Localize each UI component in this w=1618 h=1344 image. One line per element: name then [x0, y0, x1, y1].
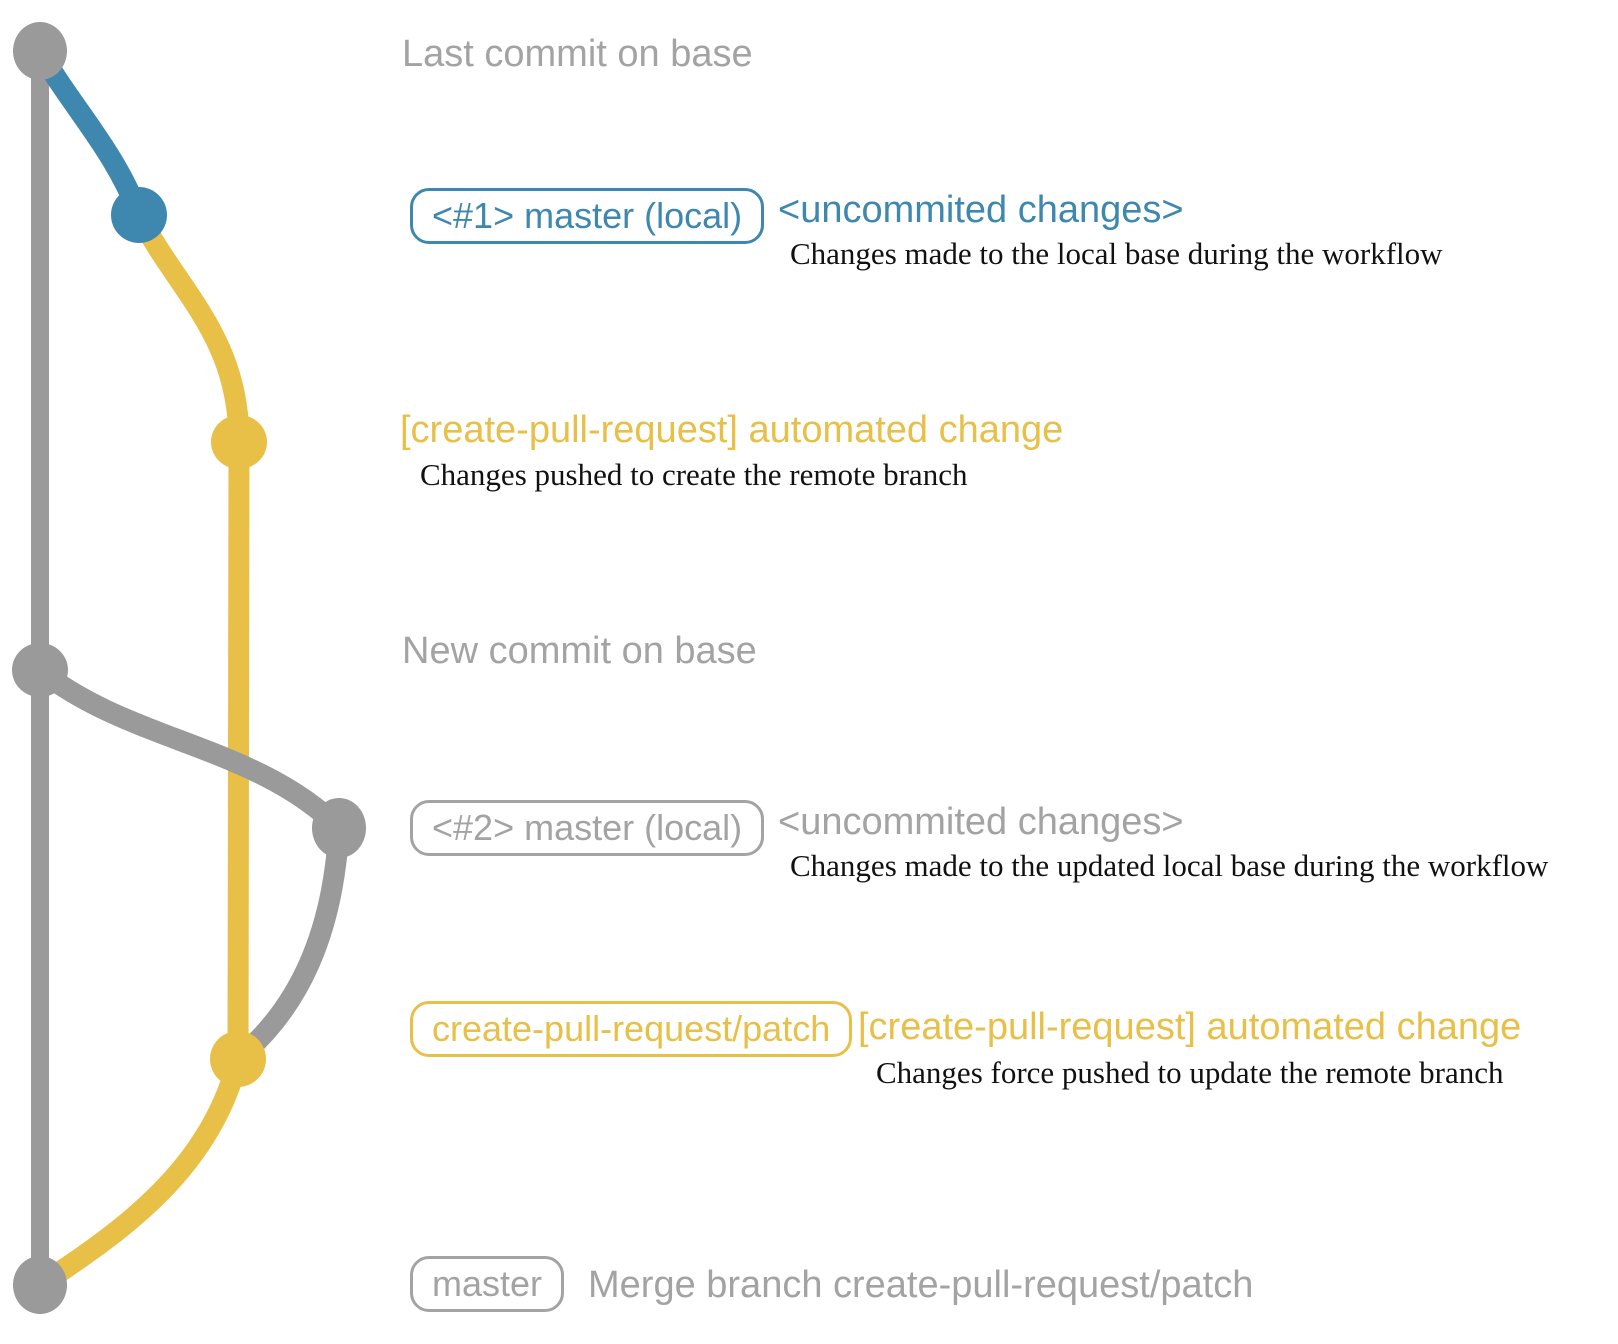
node-new-commit-base — [12, 643, 68, 697]
message-uncommited-changes-2: <uncommited changes> — [778, 801, 1184, 843]
edge-force-push — [229, 817, 350, 1068]
description-push-branch: Changes pushed to create the remote bran… — [420, 457, 968, 492]
node-local-commit-1 — [111, 187, 167, 243]
badge-master-local-1: <#1> master (local) — [410, 188, 765, 244]
label-last-commit-on-base: Last commit on base — [402, 33, 753, 75]
message-automated-change-1: [create-pull-request] automated change — [400, 409, 1064, 451]
message-automated-change-2: [create-pull-request] automated change — [858, 1006, 1522, 1048]
node-last-commit-base — [13, 22, 67, 80]
edge-merge-branch — [29, 1048, 249, 1296]
edge-local-change-1 — [29, 40, 150, 226]
edge-local-change-2 — [29, 659, 350, 839]
node-branch-commit-2 — [210, 1031, 266, 1087]
description-force-push: Changes force pushed to update the remot… — [876, 1055, 1504, 1090]
edge-push-to-branch — [128, 204, 250, 453]
edge-branch-line — [227, 431, 250, 1070]
badge-master: master — [410, 1256, 565, 1312]
node-merge-commit — [13, 1256, 67, 1314]
description-local-change-1: Changes made to the local base during th… — [790, 236, 1443, 271]
message-merge-branch: Merge branch create-pull-request/patch — [588, 1264, 1254, 1306]
description-local-change-2: Changes made to the updated local base d… — [790, 848, 1549, 883]
node-branch-commit-1 — [211, 415, 267, 469]
badge-create-pull-request-patch: create-pull-request/patch — [410, 1001, 853, 1057]
message-uncommited-changes-1: <uncommited changes> — [778, 189, 1184, 231]
badge-master-local-2: <#2> master (local) — [410, 800, 765, 856]
node-local-commit-2 — [312, 798, 366, 858]
label-new-commit-on-base: New commit on base — [402, 630, 757, 672]
